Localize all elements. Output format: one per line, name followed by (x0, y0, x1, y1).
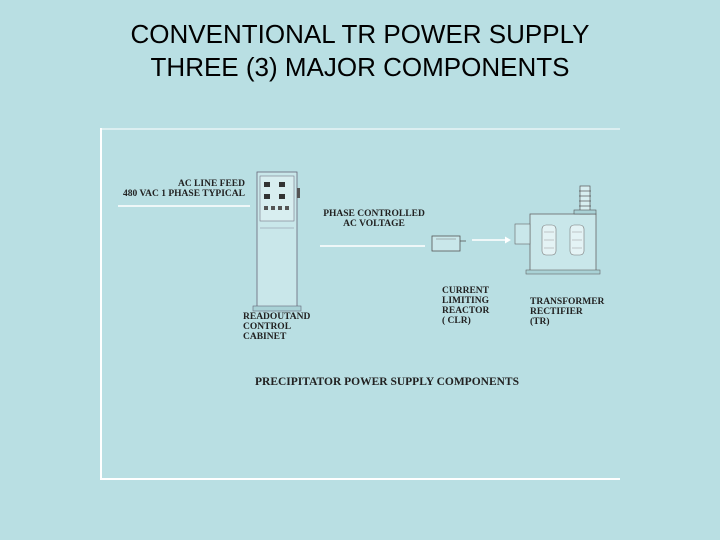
reactor-to-transformer-arrow (472, 236, 511, 244)
reactor-label-line-2: LIMITING (442, 296, 489, 306)
reactor-unit (431, 235, 466, 252)
reactor-label-line-4: ( CLR) (442, 316, 471, 326)
diagram-caption: PRECIPITATOR POWER SUPPLY COMPONENTS (255, 376, 519, 388)
cabinet-label-line-2: CONTROL (243, 322, 292, 332)
control-cabinet (252, 171, 302, 312)
reactor-label: CURRENT LIMITING REACTOR ( CLR) (442, 286, 489, 326)
phase-controlled-label-line-1: PHASE CONTROLLED (323, 209, 425, 219)
line-feed-label: AC LINE FEED 480 VAC 1 PHASE TYPICAL (118, 179, 245, 199)
diagram-frame: AC LINE FEED 480 VAC 1 PHASE TYPICAL PHA… (100, 128, 620, 480)
reactor-label-line-1: CURRENT (442, 286, 489, 296)
transformer-rectifier (514, 185, 601, 275)
cabinet-label-line-1: READOUTAND (243, 312, 311, 322)
phase-controlled-label-line-2: AC VOLTAGE (343, 219, 405, 229)
transformer-label-line-1: TRANSFORMER (530, 297, 605, 307)
title-line-1: CONVENTIONAL TR POWER SUPPLY (130, 19, 590, 49)
phase-controlled-label: PHASE CONTROLLED AC VOLTAGE (320, 209, 428, 229)
transformer-label: TRANSFORMER RECTIFIER (TR) (530, 297, 604, 327)
diagram-drawing (100, 128, 620, 480)
transformer-label-line-3: (TR) (530, 317, 550, 327)
title-line-2: THREE (3) MAJOR COMPONENTS (150, 52, 570, 82)
cabinet-label-line-3: CABINET (243, 332, 287, 342)
reactor-label-line-3: REACTOR (442, 306, 490, 316)
cabinet-label: READOUTAND CONTROL CABINET (243, 312, 310, 342)
transformer-label-line-2: RECTIFIER (530, 307, 583, 317)
line-feed-label-line-1: AC LINE FEED (177, 179, 245, 189)
line-feed-label-line-2: 480 VAC 1 PHASE TYPICAL (123, 189, 245, 199)
slide-title: CONVENTIONAL TR POWER SUPPLY THREE (3) M… (0, 18, 720, 84)
